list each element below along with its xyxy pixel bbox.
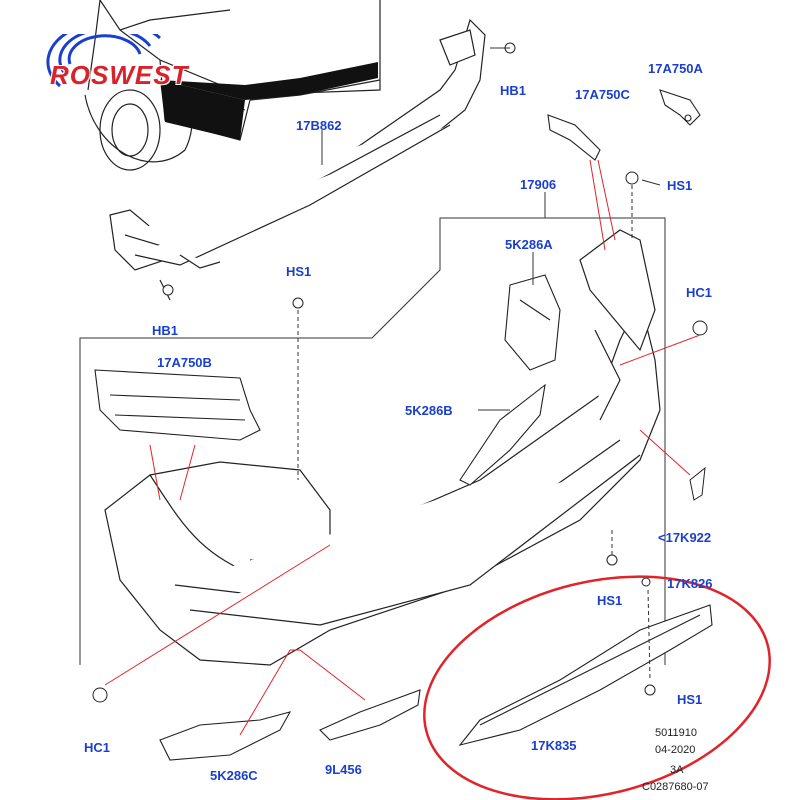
label-hs1-left: HS1 — [286, 264, 312, 279]
bracket-17a750a — [659, 89, 701, 126]
red-leader-lines — [104, 159, 701, 736]
side-bracket — [94, 369, 261, 441]
meta-date: 04-2020 — [655, 744, 696, 756]
meta-rev: 3A — [670, 764, 684, 776]
vehicle-bumper-dark — [160, 62, 378, 140]
highlight-ellipse — [423, 575, 771, 800]
label-17a750c: 17A750C — [575, 87, 630, 102]
logo-rings — [46, 34, 161, 88]
label-hs1-mid: HS1 — [597, 593, 623, 608]
label-hc1-left: HC1 — [84, 740, 111, 755]
spat-5k286a — [504, 274, 561, 371]
label-5k286a: 5K286A — [505, 237, 553, 252]
meta-code: 5011910 — [655, 727, 698, 739]
trim-17k922 — [689, 466, 706, 501]
reinforcement-beam — [109, 18, 486, 301]
assembly-outline — [79, 217, 666, 665]
logo-text: ROSWEST — [50, 60, 189, 90]
label-17906: 17906 — [520, 177, 557, 192]
label-17a750b: 17A750B — [157, 355, 212, 370]
label-hc1-right: HC1 — [686, 285, 713, 300]
label-17k826: 17K826 — [667, 576, 713, 591]
label-17k835: 17K835 — [531, 738, 577, 753]
callout-lines — [321, 47, 661, 411]
spat-5k286b — [459, 383, 546, 486]
lower-moulding — [458, 604, 713, 746]
label-17b862: 17B862 — [296, 118, 342, 133]
bumper-cover — [104, 229, 661, 666]
bracket-17a750c — [547, 114, 601, 161]
label-hs1-top-right: HS1 — [667, 178, 693, 193]
label-hs1-bottom: HS1 — [677, 692, 703, 707]
meta-ref: C0287680-07 — [642, 781, 709, 793]
reflector-9l456 — [319, 689, 421, 741]
label-hb1-bottom: HB1 — [152, 323, 179, 338]
label-17k922: <17K922 — [658, 530, 712, 545]
label-5k286b: 5K286B — [405, 403, 453, 418]
label-9l456: 9L456 — [325, 762, 362, 777]
spat-5k286c — [159, 711, 292, 761]
label-5k286c: 5K286C — [210, 768, 258, 783]
label-17a750a: 17A750A — [648, 61, 703, 76]
label-hb1-top: HB1 — [500, 83, 527, 98]
leader-lines — [297, 185, 651, 681]
